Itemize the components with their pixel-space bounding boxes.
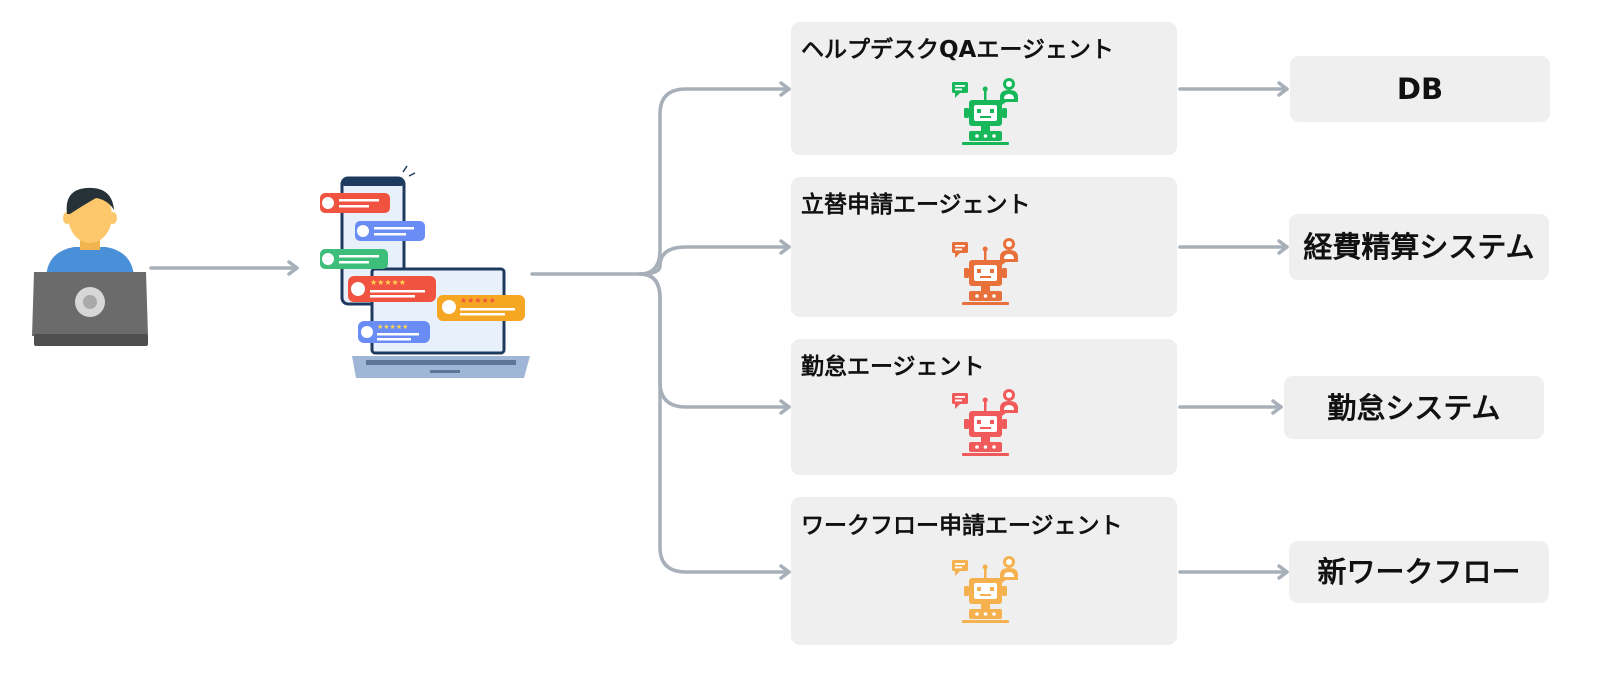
target-label: 新ワークフロー [1317,555,1520,589]
target-label: 経費精算システム [1303,230,1534,264]
agent-box-workflow: ワークフロー申請エージェント [791,497,1177,645]
agent-title: ワークフロー申請エージェント [801,512,1123,539]
agent-title: ヘルプデスクQAエージェント [801,36,1114,63]
chat-devices-icon: ★★★★★ ★★★★★ ★★★★★ [320,165,530,378]
target-box-expense-system: 経費精算システム [1289,214,1549,280]
agent-box-expense: 立替申請エージェント [791,177,1177,317]
target-box-new-workflow: 新ワークフロー [1289,541,1549,603]
target-label: 勤怠システム [1327,391,1500,425]
svg-text:★★★★★: ★★★★★ [370,278,406,287]
agent-box-attendance: 勤怠エージェント [791,339,1177,475]
agent-box-helpdesk: ヘルプデスクQAエージェント [791,22,1177,155]
svg-text:★★★★★: ★★★★★ [377,323,408,331]
agent-title: 勤怠エージェント [801,353,985,380]
svg-text:★★★★★: ★★★★★ [460,296,496,305]
user-with-laptop-icon [32,187,148,346]
target-box-db: DB [1290,56,1550,122]
target-box-attendance-system: 勤怠システム [1284,376,1544,439]
agent-title: 立替申請エージェント [801,191,1031,218]
branch-connectors [530,81,791,580]
target-label: DB [1397,72,1443,106]
